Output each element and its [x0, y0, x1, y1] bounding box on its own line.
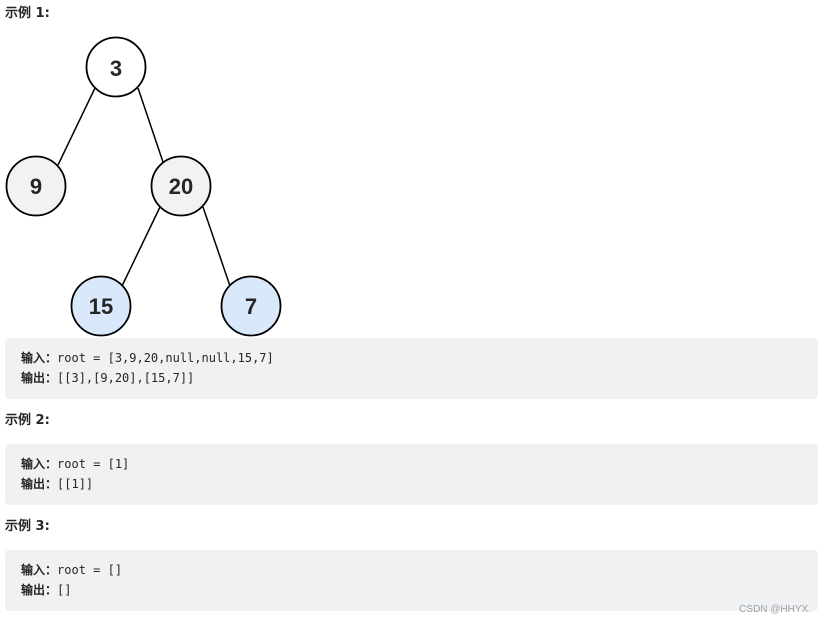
output-value: [[1]] [57, 477, 94, 491]
example-1-heading: 示例 1: [5, 6, 50, 21]
input-label: 输入： [21, 563, 58, 577]
tree-node-label: 9 [30, 174, 42, 199]
input-label: 输入： [21, 351, 58, 365]
edge-3-20 [137, 87, 165, 166]
input-value: root = [3,9,20,null,null,15,7] [57, 351, 274, 365]
output-label: 输出： [21, 477, 58, 491]
edge-20-15 [121, 206, 161, 287]
example-1-input-line: 输入：root = [3,9,20,null,null,15,7] [21, 348, 818, 368]
tree-node-9: 9 [5, 155, 67, 217]
tree-node-label: 7 [245, 294, 257, 319]
input-value: root = [] [57, 563, 123, 577]
tree-node-label: 15 [89, 294, 113, 319]
example-2-input-line: 输入：root = [1] [21, 454, 818, 474]
tree-node-7: 7 [220, 275, 282, 337]
tree-node-20: 20 [150, 155, 212, 217]
input-value: root = [1] [57, 457, 130, 471]
example-3-output-line: 输出：[] [21, 580, 818, 600]
example-3-input-line: 输入：root = [] [21, 560, 818, 580]
example-2-output-line: 输出：[[1]] [21, 474, 818, 494]
tree-node-3: 3 [85, 36, 147, 98]
output-label: 输出： [21, 371, 58, 385]
output-value: [] [57, 583, 72, 597]
csdn-watermark: CSDN @HHYX. [739, 604, 811, 615]
edge-20-7 [202, 206, 231, 287]
tree-node-label: 20 [169, 174, 193, 199]
input-label: 输入： [21, 457, 58, 471]
binary-tree-diagram: 3 9 20 15 7 [5, 36, 282, 337]
example-3-heading: 示例 3: [5, 519, 50, 534]
example-3-code-block: 输入：root = [] 输出：[] [5, 550, 818, 611]
output-label: 输出： [21, 583, 58, 597]
tree-node-15: 15 [70, 275, 132, 337]
edge-3-9 [57, 87, 96, 166]
output-value: [[3],[9,20],[15,7]] [57, 371, 195, 385]
example-2-code-block: 输入：root = [1] 输出：[[1]] [5, 444, 818, 505]
example-1-output-line: 输出：[[3],[9,20],[15,7]] [21, 368, 818, 388]
example-1-code-block: 输入：root = [3,9,20,null,null,15,7] 输出：[[3… [5, 338, 818, 399]
tree-node-label: 3 [110, 56, 122, 81]
example-2-heading: 示例 2: [5, 413, 50, 428]
